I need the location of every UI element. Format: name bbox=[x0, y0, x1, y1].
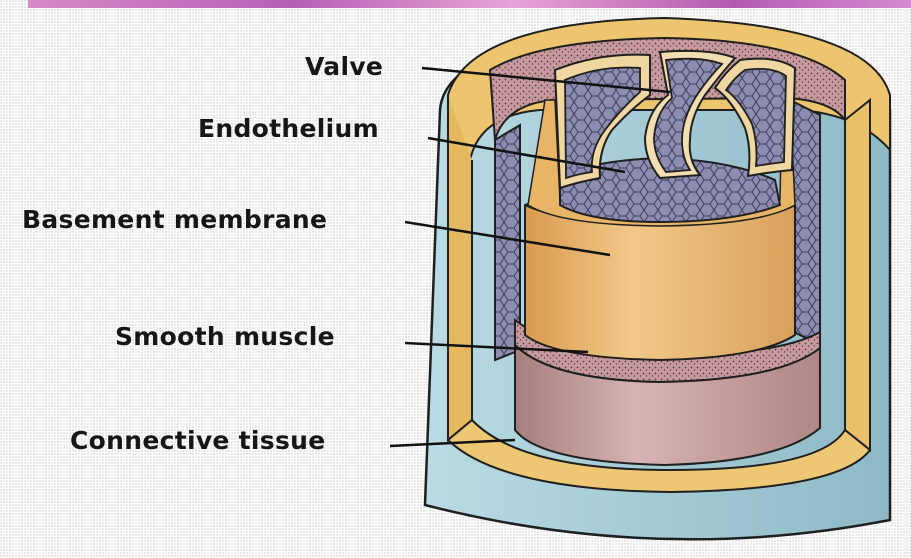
label-smooth-muscle: Smooth muscle bbox=[115, 322, 335, 352]
label-connective-tissue: Connective tissue bbox=[70, 426, 326, 456]
label-valve: Valve bbox=[305, 52, 383, 82]
label-basement-membrane: Basement membrane bbox=[22, 205, 327, 235]
label-endothelium: Endothelium bbox=[198, 114, 379, 144]
valve bbox=[555, 51, 795, 188]
